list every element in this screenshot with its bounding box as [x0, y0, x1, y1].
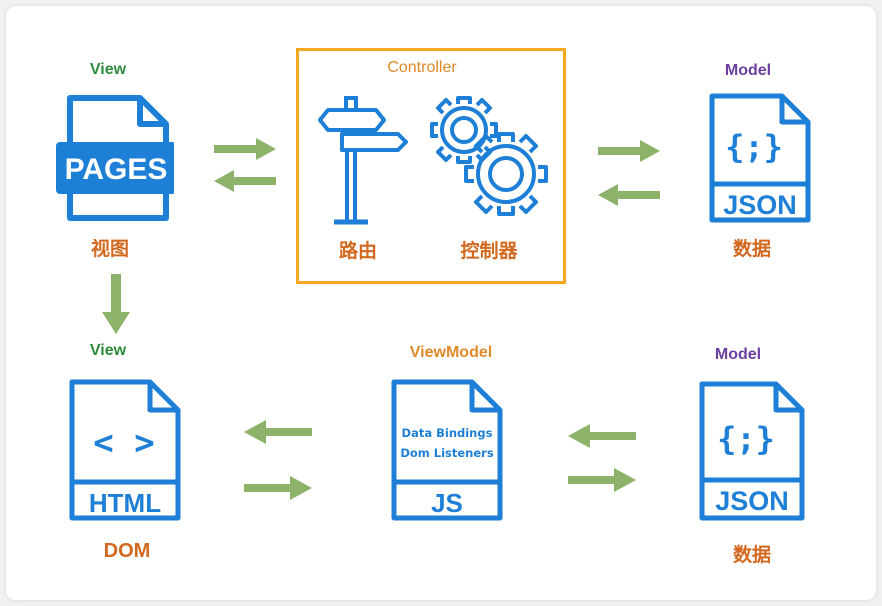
arrow-left-model-to-controller — [598, 184, 660, 206]
pages-document-icon: PAGES — [56, 95, 174, 221]
top-view-label: View — [89, 61, 127, 78]
top-model-caption: 数据 — [732, 238, 771, 260]
js-doc-text: JS — [431, 488, 463, 518]
signpost-icon — [318, 96, 408, 225]
arrow-right-controller-to-model — [598, 140, 660, 162]
bottom-view-label: View — [89, 342, 127, 359]
viewmodel-line-2: Dom Listeners — [400, 446, 494, 460]
bottom-json-symbol: {;} — [717, 420, 775, 458]
arrow-left-viewmodel-to-view — [244, 420, 312, 444]
html-document-icon: < > HTML — [69, 379, 181, 521]
top-view-caption: 视图 — [90, 238, 129, 260]
arrow-right-view-to-viewmodel — [244, 476, 312, 500]
top-json-symbol: {;} — [725, 128, 783, 166]
bottom-model-caption: 数据 — [732, 544, 771, 566]
bottom-json-document-icon: {;} JSON — [699, 381, 805, 521]
arrow-right-view-to-controller — [214, 138, 276, 160]
router-caption: 路由 — [338, 240, 377, 262]
bottom-json-text: JSON — [715, 486, 789, 516]
html-doc-symbol: < > — [93, 423, 154, 463]
arrow-right-viewmodel-to-model — [568, 468, 636, 492]
top-model-label: Model — [724, 62, 772, 79]
gears-icon — [430, 96, 548, 216]
html-doc-text: HTML — [89, 488, 161, 518]
arrow-down-view — [102, 274, 130, 334]
arrow-left-controller-to-view — [214, 170, 276, 192]
json-document-icon: {;} JSON — [709, 93, 811, 223]
controller-box — [296, 48, 566, 284]
bottom-model-label: Model — [714, 346, 762, 363]
js-document-icon: JS — [391, 379, 503, 521]
controller-caption: 控制器 — [460, 240, 518, 262]
viewmodel-line-1: Data Bindings — [401, 426, 493, 440]
arrow-left-model-to-viewmodel — [568, 424, 636, 448]
bottom-view-caption: DOM — [103, 540, 151, 562]
pages-doc-text: PAGES — [65, 153, 168, 186]
controller-label: Controller — [387, 59, 457, 76]
viewmodel-label: ViewModel — [409, 344, 493, 361]
top-json-text: JSON — [723, 190, 797, 220]
